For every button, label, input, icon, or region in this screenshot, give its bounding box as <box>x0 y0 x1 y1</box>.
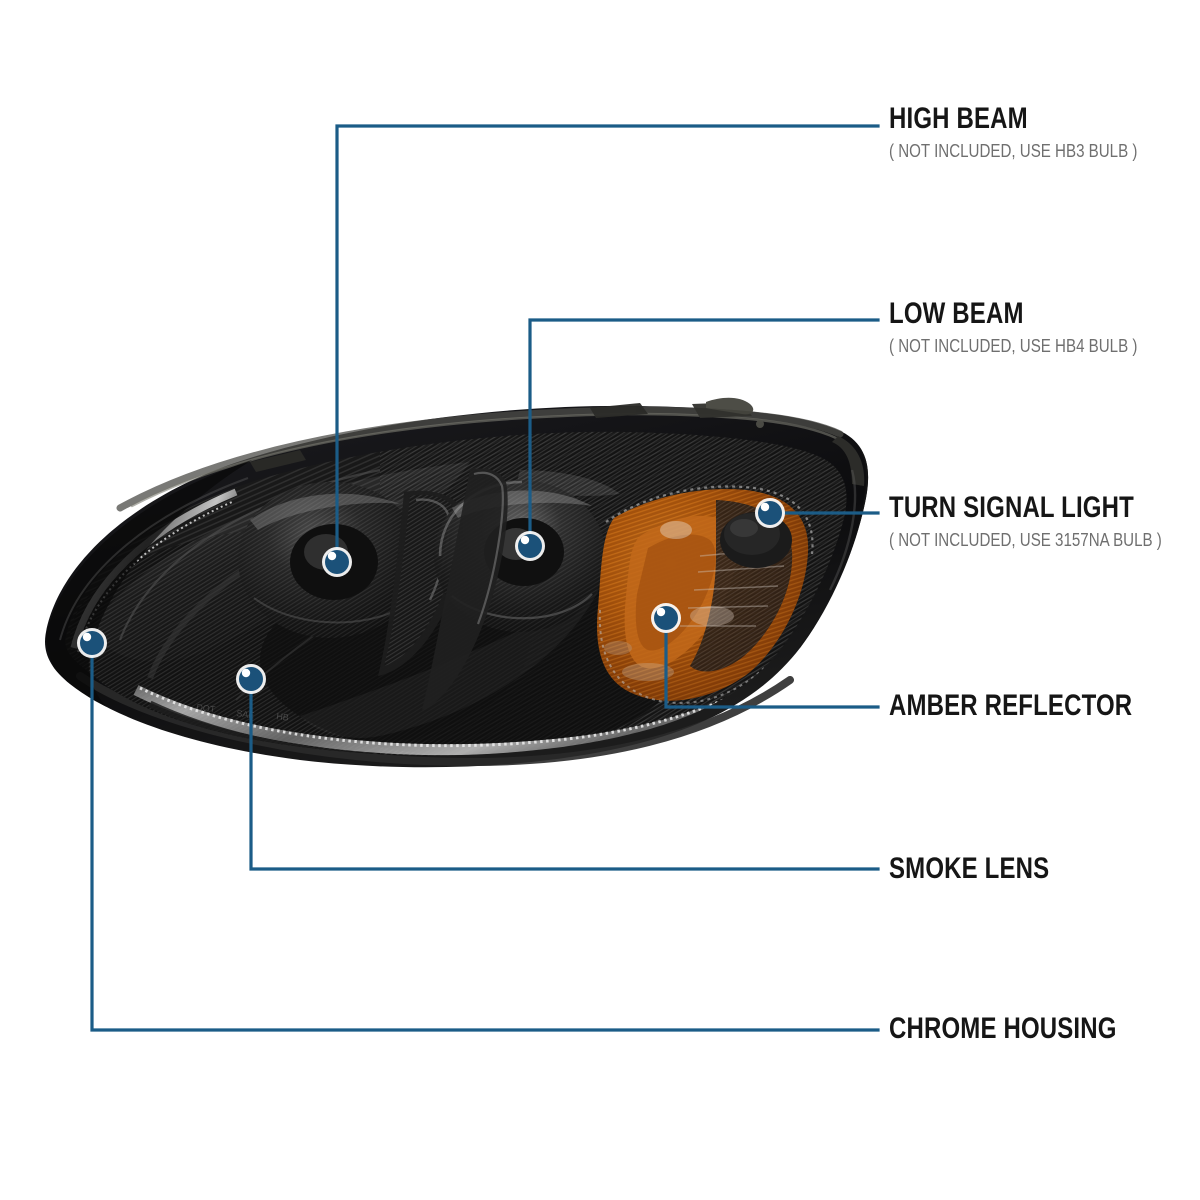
leader-high-beam <box>335 124 880 562</box>
callout-label-chrome-housing: CHROME HOUSING <box>889 1014 1173 1044</box>
svg-text:HB: HB <box>276 711 290 723</box>
marker-smoke-lens[interactable] <box>236 664 266 694</box>
callout-title-high-beam: HIGH BEAM <box>889 102 1028 135</box>
callout-title-smoke-lens: SMOKE LENS <box>889 852 1050 885</box>
leader-amber-reflector <box>664 616 880 709</box>
leader-low-beam <box>528 318 880 548</box>
amber-turn-signal-section <box>597 485 814 704</box>
callout-subtitle-low-beam: ( NOT INCLUDED, USE HB4 BULB ) <box>889 336 1138 356</box>
marker-turn-signal-light[interactable] <box>755 498 785 528</box>
callout-label-turn-signal-light: TURN SIGNAL LIGHT ( NOT INCLUDED, USE 31… <box>889 491 1200 550</box>
mounting-tabs <box>250 397 865 486</box>
svg-text:DOT: DOT <box>196 702 217 715</box>
callout-title-turn-signal-light: TURN SIGNAL LIGHT <box>889 491 1134 524</box>
callout-label-amber-reflector: AMBER REFLECTOR <box>889 691 1193 721</box>
callout-title-amber-reflector: AMBER REFLECTOR <box>889 689 1133 722</box>
marker-chrome-housing[interactable] <box>77 628 107 658</box>
callout-title-chrome-housing: CHROME HOUSING <box>889 1012 1117 1045</box>
callout-label-low-beam: LOW BEAM ( NOT INCLUDED, USE HB4 BULB ) <box>889 297 1185 356</box>
callout-label-smoke-lens: SMOKE LENS <box>889 854 1089 884</box>
callout-subtitle-turn-signal-light: ( NOT INCLUDED, USE 3157NA BULB ) <box>889 530 1162 550</box>
smoke-lens-surface: DOT SAE HB <box>65 431 847 756</box>
leader-smoke-lens <box>249 677 880 871</box>
marker-low-beam[interactable] <box>515 531 545 561</box>
leader-lines <box>90 124 880 1032</box>
leader-chrome-housing <box>90 641 880 1032</box>
callout-label-high-beam: HIGH BEAM ( NOT INCLUDED, USE HB3 BULB ) <box>889 102 1185 161</box>
marker-high-beam[interactable] <box>322 547 352 577</box>
callout-title-low-beam: LOW BEAM <box>889 297 1024 330</box>
callout-subtitle-high-beam: ( NOT INCLUDED, USE HB3 BULB ) <box>889 141 1138 161</box>
callout-markers <box>77 498 785 694</box>
marker-amber-reflector[interactable] <box>651 603 681 633</box>
